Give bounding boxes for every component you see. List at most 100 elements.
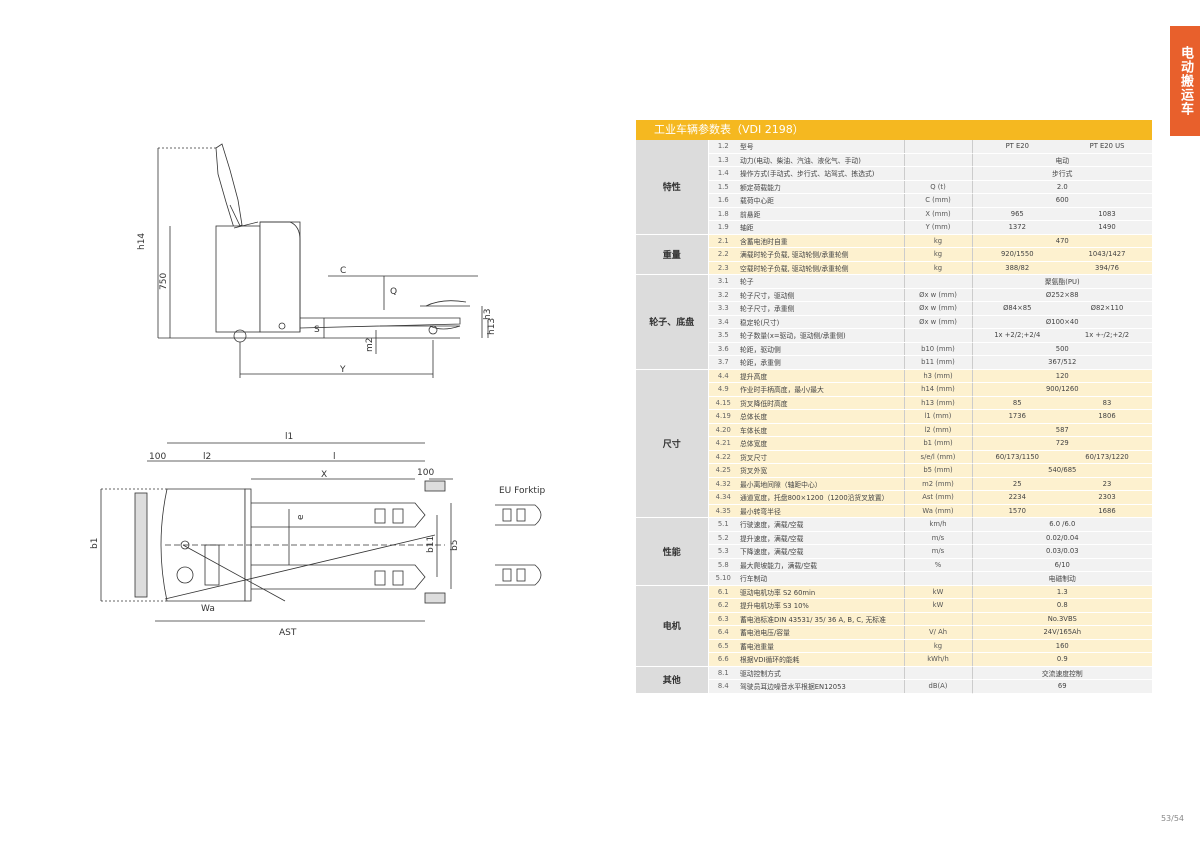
row-unit: Øx w (mm) bbox=[903, 315, 973, 329]
row-value-pte20us: 23 bbox=[1062, 477, 1152, 491]
row-value: Ø100×40 bbox=[972, 315, 1152, 329]
row-label: 通道宽度，托盘800×1200（1200沿货叉放置） bbox=[738, 490, 904, 505]
row-number: 3.6 bbox=[708, 342, 738, 356]
row-value: 6.0 /6.0 bbox=[972, 517, 1152, 532]
row-unit: l2 (mm) bbox=[903, 423, 973, 437]
row-value: 2.0 bbox=[972, 180, 1152, 194]
row-number: 3.7 bbox=[708, 355, 738, 370]
dim-100-right: 100 bbox=[417, 468, 434, 478]
row-unit: % bbox=[903, 558, 973, 572]
page-number: 53/54 bbox=[1160, 814, 1184, 823]
row-number: 5.3 bbox=[708, 544, 738, 559]
row-label: 驱动电机功率 S2 60min bbox=[738, 585, 904, 599]
row-label: 行车制动 bbox=[738, 571, 904, 586]
row-label: 最小转弯半径 bbox=[738, 504, 904, 518]
row-number: 6.4 bbox=[708, 625, 738, 640]
row-unit bbox=[903, 666, 973, 680]
dim-b1: b1 bbox=[90, 538, 100, 549]
row-unit: kg bbox=[903, 234, 973, 248]
row-number: 3.2 bbox=[708, 288, 738, 302]
row-label: 载荷中心距 bbox=[738, 193, 904, 208]
dim-m2: m2 bbox=[365, 338, 375, 353]
row-number: 2.3 bbox=[708, 261, 738, 275]
row-value-pte20: 965 bbox=[972, 207, 1062, 221]
row-unit bbox=[903, 166, 973, 181]
row-label: 货叉降低时高度 bbox=[738, 396, 904, 410]
row-unit: Ast (mm) bbox=[903, 490, 973, 505]
dim-l2: l2 bbox=[203, 452, 211, 462]
row-unit: kg bbox=[903, 247, 973, 262]
row-unit bbox=[903, 612, 973, 626]
row-value: Ø252×88 bbox=[972, 288, 1152, 302]
row-unit: h13 (mm) bbox=[903, 396, 973, 410]
dim-ast: AST bbox=[279, 628, 297, 638]
group-label: 尺寸 bbox=[636, 369, 709, 518]
row-number: 1.5 bbox=[708, 180, 738, 194]
row-number: 8.4 bbox=[708, 679, 738, 694]
row-value-pte20us: 2303 bbox=[1062, 490, 1152, 505]
row-number: 8.1 bbox=[708, 666, 738, 680]
row-unit: kg bbox=[903, 261, 973, 275]
dim-750: 750 bbox=[159, 273, 169, 290]
row-value-pte20us: 394/76 bbox=[1062, 261, 1152, 275]
row-value: 步行式 bbox=[972, 166, 1152, 181]
row-unit: kW bbox=[903, 598, 973, 613]
row-number: 3.3 bbox=[708, 301, 738, 316]
section-side-tab: 电动搬运车 bbox=[1170, 26, 1200, 136]
row-unit bbox=[903, 328, 973, 343]
row-value-pte20us: 1490 bbox=[1062, 220, 1152, 235]
row-label: 轮子尺寸，驱动侧 bbox=[738, 288, 904, 302]
dim-h13: h13 bbox=[487, 318, 497, 335]
row-value: 0.9 bbox=[972, 652, 1152, 667]
row-value: 600 bbox=[972, 193, 1152, 208]
row-label: 提升高度 bbox=[738, 369, 904, 383]
row-label: 货叉外宽 bbox=[738, 463, 904, 478]
row-value-pte20: 85 bbox=[972, 396, 1062, 410]
side-view-diagram: h14 750 C Q S h3 h13 m2 Y bbox=[137, 143, 497, 378]
row-value: 0.03/0.03 bbox=[972, 544, 1152, 559]
row-number: 1.9 bbox=[708, 220, 738, 235]
row-value-pte20us: 83 bbox=[1062, 396, 1152, 410]
dim-b11: b11 bbox=[426, 536, 436, 553]
row-value: 电动 bbox=[972, 153, 1152, 167]
row-value-pte20us: PT E20 US bbox=[1062, 140, 1152, 154]
dim-b5: b5 bbox=[450, 540, 460, 551]
dim-l1: l1 bbox=[285, 432, 293, 442]
row-value: 160 bbox=[972, 639, 1152, 653]
row-value-pte20: 1372 bbox=[972, 220, 1062, 235]
row-value-pte20us: 1083 bbox=[1062, 207, 1152, 221]
row-number: 4.15 bbox=[708, 396, 738, 410]
row-number: 4.25 bbox=[708, 463, 738, 478]
row-number: 4.21 bbox=[708, 436, 738, 451]
row-unit: b1 (mm) bbox=[903, 436, 973, 451]
row-label: 最小离地间隙（轴距中心） bbox=[738, 477, 904, 491]
row-number: 4.20 bbox=[708, 423, 738, 437]
row-label: 动力(电动、柴油、汽油、液化气、手动) bbox=[738, 153, 904, 167]
row-value: 729 bbox=[972, 436, 1152, 451]
row-number: 3.5 bbox=[708, 328, 738, 343]
group-label: 轮子、底盘 bbox=[636, 274, 709, 370]
row-unit: C (mm) bbox=[903, 193, 973, 208]
row-value: 120 bbox=[972, 369, 1152, 383]
row-unit: b11 (mm) bbox=[903, 355, 973, 370]
